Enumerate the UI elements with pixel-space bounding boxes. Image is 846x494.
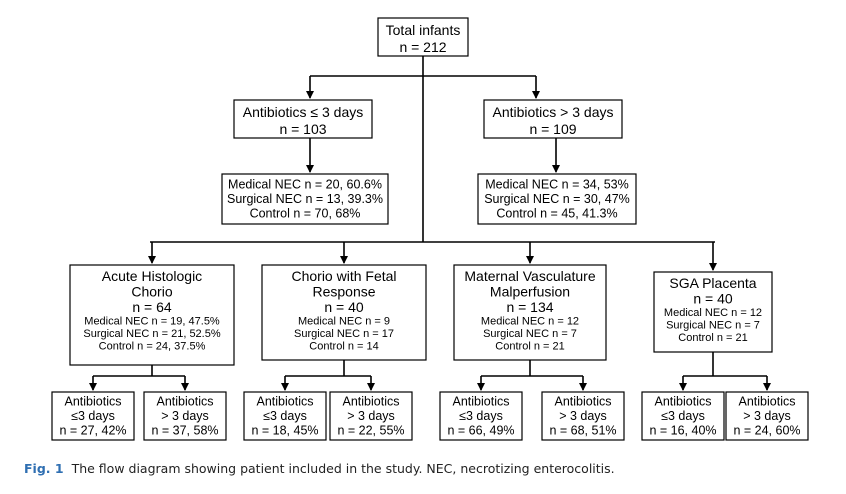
leaf-line: Antibiotics [555, 395, 612, 409]
leaf-line: ≤3 days [71, 409, 115, 423]
antibiotic-leaf-box-border [725, 391, 809, 441]
nec-stats-box: Medical NEC n = 20, 60.6%Surgical NEC n … [221, 173, 389, 225]
leaf-line: n = 24, 60% [733, 424, 800, 438]
leaf-line: > 3 days [161, 409, 209, 423]
caption-text: The flow diagram showing patient include… [71, 461, 615, 476]
leaf-line: Antibiotics [453, 395, 510, 409]
connector-lines [89, 56, 771, 391]
nec-stat-line: Surgical NEC n = 21, 52.5% [83, 328, 220, 340]
leaf-line: n = 18, 45% [251, 424, 318, 438]
pathology-n: n = 134 [506, 299, 553, 315]
antibiotic-group-title: Antibiotics > 3 days [492, 104, 613, 120]
leaf-line: ≤3 days [661, 409, 705, 423]
nec-stat-line: Control n = 70, 68% [250, 207, 361, 221]
leaf-line: Antibiotics [739, 395, 796, 409]
nec-stats-box-border [221, 173, 389, 225]
leaf-line: Antibiotics [655, 395, 712, 409]
nec-stat-line: Surgical NEC n = 7 [666, 320, 760, 332]
nec-stat-line: Medical NEC n = 12 [664, 307, 762, 319]
antibiotic-leaf-box-border [51, 391, 135, 441]
leaf-line: n = 16, 40% [649, 424, 716, 438]
antibiotic-leaf-box-border [143, 391, 227, 441]
nec-stat-line: Medical NEC n = 12 [481, 316, 579, 328]
nec-stats-box: Medical NEC n = 34, 53%Surgical NEC n = … [477, 173, 637, 225]
pathology-title: Acute Histologic [102, 268, 202, 284]
nec-stat-line: Control n = 14 [309, 341, 378, 353]
pathology-title: Chorio [131, 284, 172, 300]
leaf-line: n = 22, 55% [337, 424, 404, 438]
nec-stat-line: Medical NEC n = 20, 60.6% [228, 178, 382, 192]
antibiotic-group-box-border [483, 99, 623, 139]
nec-stat-line: Surgical NEC n = 30, 47% [484, 192, 630, 206]
leaf-line: n = 68, 51% [549, 424, 616, 438]
antibiotic-leaf-box-border [329, 391, 413, 441]
antibiotic-group-title: Antibiotics ≤ 3 days [243, 104, 364, 120]
antibiotic-group-box-border [233, 99, 373, 139]
leaf-line: n = 37, 58% [151, 424, 218, 438]
pathology-title: Maternal Vasculature [464, 268, 595, 284]
total-n: n = 212 [399, 39, 446, 55]
leaf-line: n = 27, 42% [59, 424, 126, 438]
antibiotic-group-n: n = 103 [279, 121, 326, 137]
nec-stat-line: Control n = 24, 37.5% [99, 341, 206, 353]
leaf-line: n = 66, 49% [447, 424, 514, 438]
pathology-title: Response [312, 284, 375, 300]
leaf-line: > 3 days [347, 409, 395, 423]
nec-stat-line: Medical NEC n = 19, 47.5% [84, 316, 220, 328]
nec-stat-line: Surgical NEC n = 7 [483, 328, 577, 340]
nec-stat-line: Surgical NEC n = 13, 39.3% [227, 192, 383, 206]
pathology-n: n = 40 [693, 291, 733, 307]
total-title: Total infants [386, 22, 461, 38]
pathology-title: SGA Placenta [669, 275, 756, 291]
nec-stat-line: Control n = 21 [495, 341, 564, 353]
pathology-group-box-border [453, 264, 607, 361]
leaf-line: Antibiotics [65, 395, 122, 409]
antibiotic-group-n: n = 109 [529, 121, 576, 137]
leaf-line: ≤3 days [459, 409, 503, 423]
pathology-group-box-border [261, 264, 427, 361]
antibiotic-leaf-box-border [541, 391, 625, 441]
total-box-border [377, 17, 469, 57]
pathology-title: Chorio with Fetal [291, 268, 396, 284]
figure-caption: Fig. 1 The flow diagram showing patient i… [24, 461, 824, 476]
pathology-group-box-border [653, 271, 773, 353]
nec-stat-line: Medical NEC n = 9 [298, 316, 390, 328]
antibiotic-leaf-box-border [243, 391, 327, 441]
nec-stat-line: Surgical NEC n = 17 [294, 328, 394, 340]
antibiotic-leaf-box-border [439, 391, 523, 441]
leaf-line: ≤3 days [263, 409, 307, 423]
leaf-line: > 3 days [559, 409, 607, 423]
nec-stat-line: Control n = 21 [678, 332, 747, 344]
leaf-line: > 3 days [743, 409, 791, 423]
leaf-line: Antibiotics [257, 395, 314, 409]
pathology-n: n = 40 [324, 299, 364, 315]
leaf-line: Antibiotics [343, 395, 400, 409]
pathology-group-box-border [69, 264, 235, 366]
nec-stat-line: Control n = 45, 41.3% [496, 207, 617, 221]
pathology-title: Malperfusion [490, 284, 570, 300]
figure-label: Fig. 1 [24, 461, 64, 476]
pathology-n: n = 64 [132, 299, 172, 315]
nec-stat-line: Medical NEC n = 34, 53% [485, 178, 628, 192]
nec-stats-box-border [477, 173, 637, 225]
antibiotic-leaf-box-border [641, 391, 725, 441]
leaf-line: Antibiotics [157, 395, 214, 409]
